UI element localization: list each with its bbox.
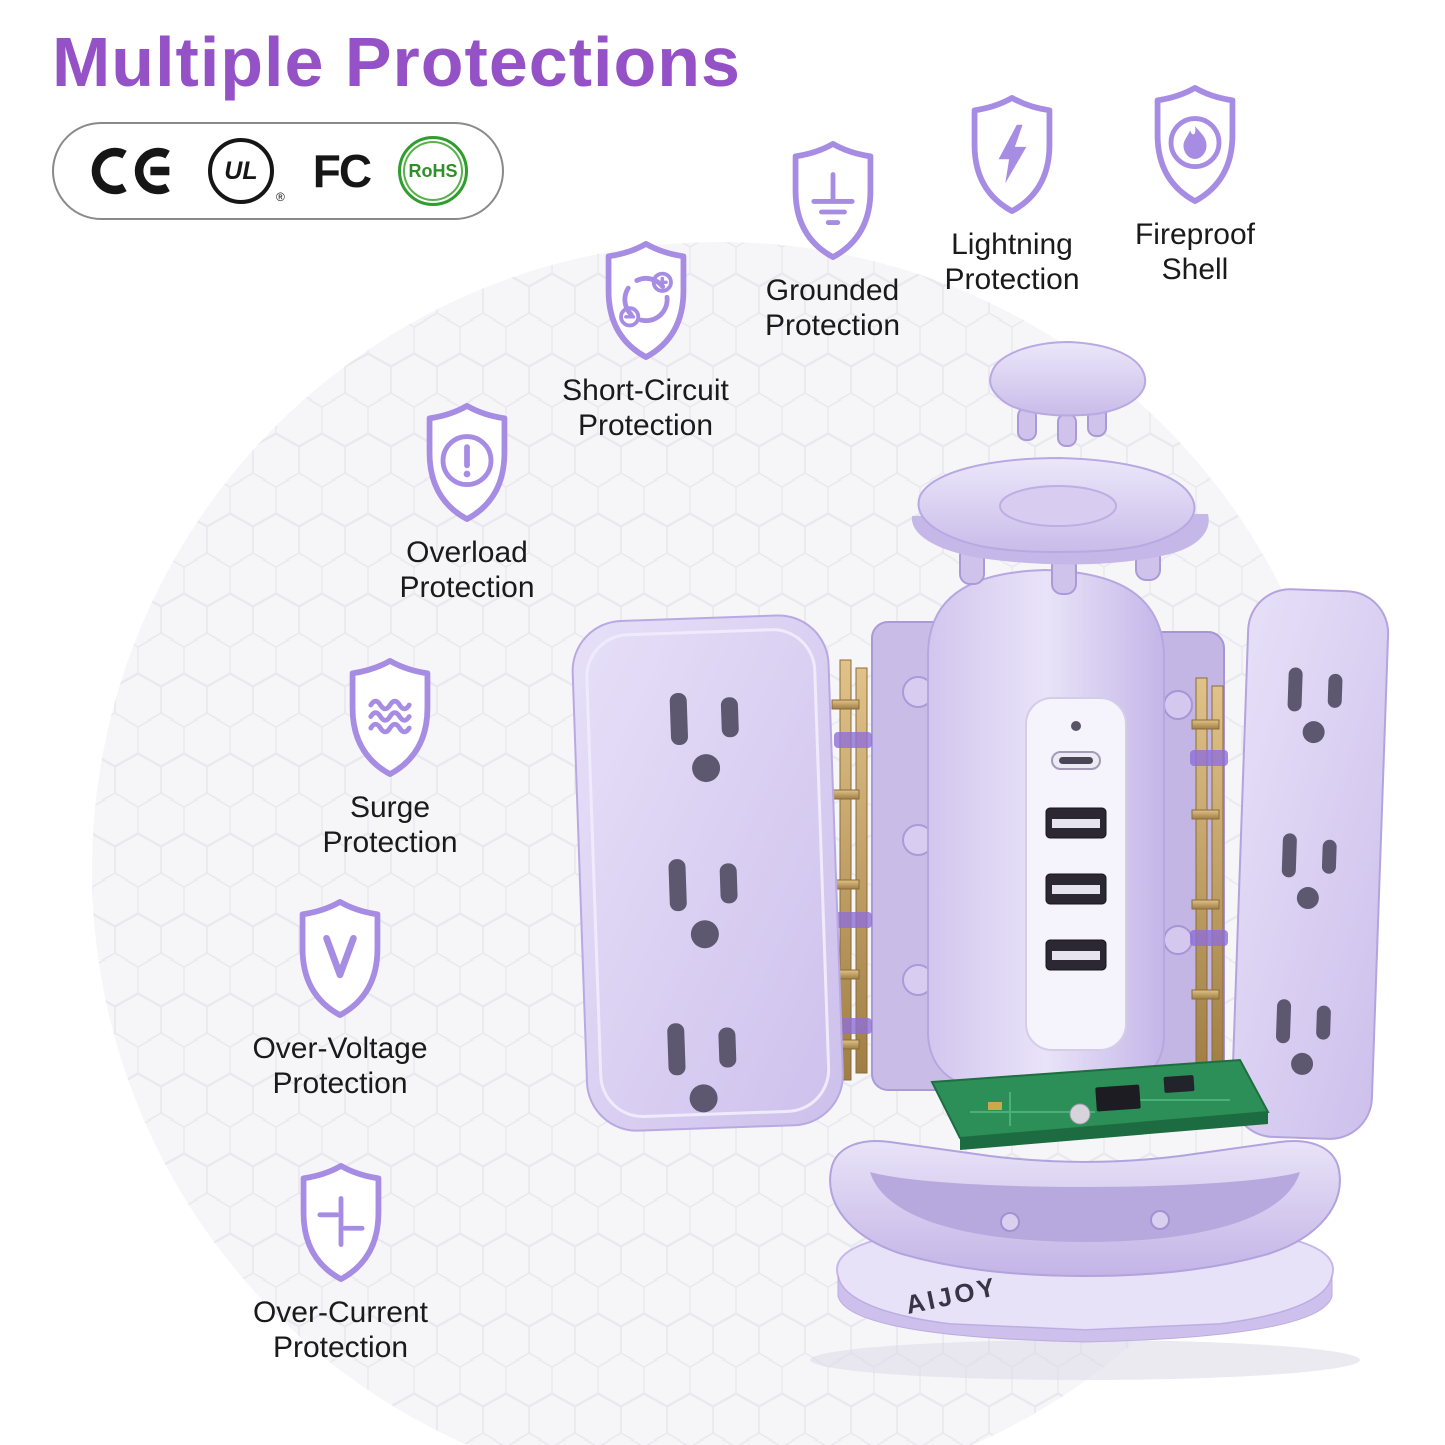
ce-mark-icon: CE	[88, 146, 180, 196]
power-strip-exploded-view: AIJOY	[571, 340, 1390, 1380]
protection-label: Overload Protection	[399, 536, 535, 605]
base-bowl	[829, 1140, 1341, 1278]
ground-shield-icon	[792, 140, 873, 261]
rohs-mark-icon: RoHS	[397, 136, 468, 206]
led-indicator	[1071, 721, 1081, 731]
brass-contacts-right	[1191, 677, 1224, 1074]
usb-port-panel	[1025, 697, 1127, 1051]
product-illustration: AIJOY	[540, 320, 1400, 1395]
voltage-shield-icon	[299, 898, 381, 1019]
flame-shield-icon	[1154, 84, 1236, 205]
screw-hole	[1150, 1210, 1170, 1230]
ic-chip	[1163, 1075, 1195, 1093]
surge-shield-icon	[349, 657, 431, 778]
insulator-clips-left	[834, 732, 872, 1034]
brass-contacts-left	[831, 659, 868, 1081]
ac-outlet	[669, 692, 739, 783]
ac-outlet	[1287, 667, 1343, 744]
current-shield-icon	[300, 1162, 381, 1283]
protection-label: Fireproof Shell	[1134, 218, 1256, 287]
usb-a-port	[1045, 807, 1107, 839]
protection-fireproof-shell: Fireproof Shell	[1105, 82, 1285, 288]
mov-component	[1069, 1103, 1091, 1125]
certification-badges: CE UL ® FC RoHS	[52, 122, 504, 220]
short-circuit-shield-icon	[605, 240, 686, 361]
protection-over-current: Over-Current Protection	[238, 1160, 443, 1366]
usb-a-port	[1045, 873, 1107, 905]
lightning-shield-icon	[971, 94, 1053, 215]
usb-a-port	[1045, 939, 1107, 971]
protection-label: Over-Current Protection	[252, 1296, 429, 1365]
circuit-board	[930, 1058, 1270, 1150]
ic-chip	[1095, 1084, 1141, 1112]
ul-mark-icon: UL ®	[207, 138, 285, 204]
ac-outlet	[1281, 833, 1337, 910]
right-outlet-panel	[1230, 588, 1390, 1140]
protection-label: Lightning Protection	[944, 228, 1080, 297]
usb-c-port	[1051, 751, 1101, 770]
page-title: Multiple Protections	[52, 23, 741, 101]
mid-cap	[911, 456, 1209, 595]
product-shadow	[810, 1340, 1360, 1380]
screw-hole	[1000, 1212, 1020, 1232]
ac-outlet	[1276, 999, 1331, 1075]
overload-shield-icon	[426, 402, 508, 523]
left-outlet-panel	[571, 614, 844, 1132]
protection-short-circuit: Short-Circuit Protection	[543, 238, 748, 444]
insulator-clips-right	[1190, 750, 1228, 946]
ac-outlet	[667, 1023, 737, 1113]
tower-body	[831, 568, 1228, 1091]
protection-label: Short-Circuit Protection	[562, 374, 729, 443]
protection-label: Surge Protection	[322, 791, 458, 860]
protection-surge: Surge Protection	[300, 655, 480, 861]
protection-overload: Overload Protection	[372, 400, 562, 606]
protection-grounded: Grounded Protection	[740, 138, 925, 344]
fcc-mark-icon: FC	[312, 145, 372, 197]
protection-label: Grounded Protection	[764, 274, 901, 343]
top-cap	[989, 340, 1147, 447]
protection-label: Over-Voltage Protection	[252, 1032, 428, 1101]
protection-lightning: Lightning Protection	[922, 92, 1102, 298]
protection-over-voltage: Over-Voltage Protection	[240, 896, 440, 1102]
ac-outlet	[668, 859, 738, 949]
